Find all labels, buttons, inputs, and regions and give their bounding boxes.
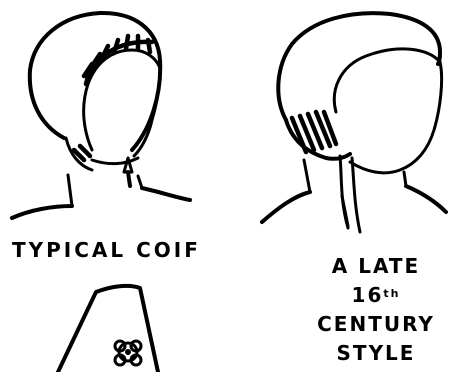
flower-motif-icon xyxy=(115,341,141,365)
caption-line-2: 16th xyxy=(296,281,456,310)
century-suffix: th xyxy=(383,287,400,300)
typical-coif-caption: TYPICAL COIF xyxy=(12,238,201,262)
century-number: 16 xyxy=(352,283,384,307)
caption-line-4: STYLE xyxy=(296,339,456,368)
caption-line-3: CENTURY xyxy=(296,310,456,339)
fabric-flower-sketch xyxy=(58,286,158,372)
late-16th-century-coif-drawing xyxy=(262,13,446,232)
caption-line-1: A LATE xyxy=(296,252,456,281)
late-16th-century-caption: A LATE 16th CENTURY STYLE xyxy=(296,252,456,368)
typical-coif-drawing xyxy=(12,13,190,218)
